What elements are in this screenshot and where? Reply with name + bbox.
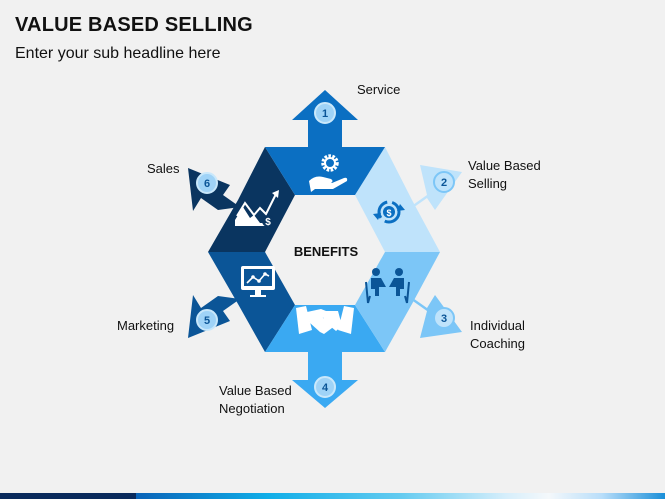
label-selling-line-2: Selling: [468, 176, 508, 191]
label-coaching-line-1: Individual: [470, 318, 525, 333]
badge-4: 4: [314, 376, 336, 398]
badge-5: 5: [196, 309, 218, 331]
stock-chart-icon: $: [235, 190, 279, 228]
label-coaching-line-2: Coaching: [470, 336, 525, 351]
label-negotiation-line-1: Value Based: [219, 383, 292, 398]
badge-3-number: 3: [441, 313, 447, 325]
label-individual-coaching: Individual Coaching: [470, 317, 525, 353]
svg-text:$: $: [265, 217, 271, 228]
badge-2: 2: [433, 171, 455, 193]
page-subtitle: Enter your sub headline here: [15, 45, 221, 62]
footer-bar-dark: [0, 493, 136, 499]
badge-3: 3: [433, 307, 455, 329]
label-marketing: Marketing: [117, 317, 174, 335]
label-value-based-negotiation: Value Based Negotiation: [219, 382, 292, 418]
label-selling-line-1: Value Based: [468, 158, 541, 173]
label-service: Service: [357, 81, 400, 99]
badge-1: 1: [314, 102, 336, 124]
badge-4-number: 4: [322, 382, 329, 394]
segment-selling-shape: [355, 147, 440, 252]
label-negotiation-line-2: Negotiation: [219, 401, 285, 416]
label-sales-line-1: Sales: [147, 161, 180, 176]
footer-bar: [0, 493, 665, 499]
dollar-cycle-icon: $: [373, 200, 405, 224]
badge-5-number: 5: [204, 315, 210, 327]
label-value-based-selling: Value Based Selling: [468, 157, 541, 193]
svg-text:$: $: [386, 208, 391, 218]
label-sales: Sales: [147, 160, 180, 178]
page-title: VALUE BASED SELLING: [15, 14, 253, 36]
label-service-line-1: Service: [357, 82, 401, 97]
segment-sales-shape: [208, 147, 295, 252]
label-marketing-line-1: Marketing: [117, 318, 175, 333]
segment-service-shape: [265, 147, 385, 195]
badge-1-number: 1: [322, 108, 328, 120]
badge-6: 6: [196, 172, 218, 194]
badge-2-number: 2: [441, 177, 447, 189]
handshake-icon: [296, 306, 354, 334]
people-meeting-icon: [365, 268, 410, 304]
badge-6-number: 6: [204, 178, 210, 190]
center-label: BENEFITS: [293, 244, 359, 259]
gear-hand-icon: [309, 154, 348, 192]
monitor-chart-icon: [241, 266, 275, 297]
segment-coaching-shape: [355, 252, 440, 352]
footer-bar-gradient: [136, 493, 665, 499]
